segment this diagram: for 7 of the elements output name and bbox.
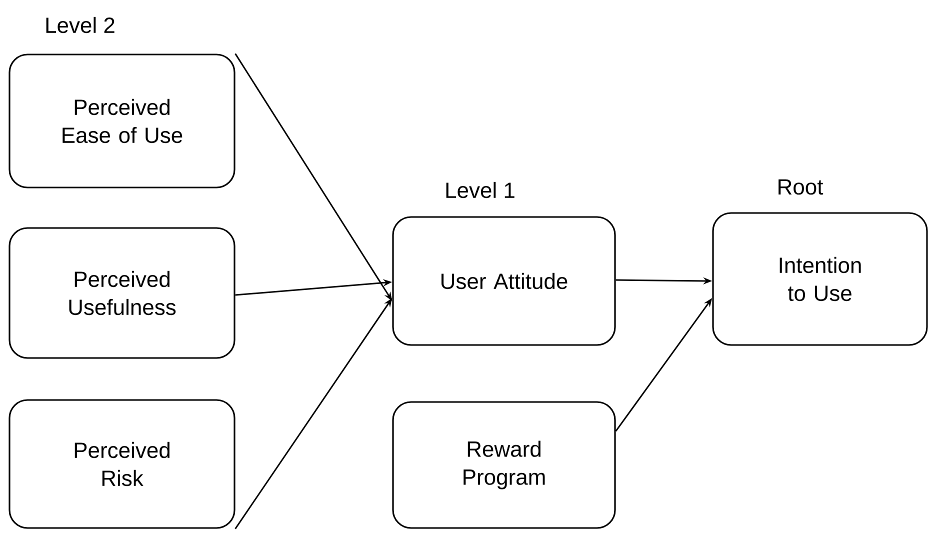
process-box: Reward Program (392, 401, 616, 529)
process-box: Intention to Use (712, 212, 928, 346)
process-box: User Attitude (392, 216, 616, 346)
process-box: Perceived Usefulness (8, 227, 236, 359)
process-box: Perceived Ease of Use (8, 54, 236, 188)
level-heading: Level 2 (46, 16, 114, 34)
process-box: Perceived Risk (8, 399, 236, 529)
